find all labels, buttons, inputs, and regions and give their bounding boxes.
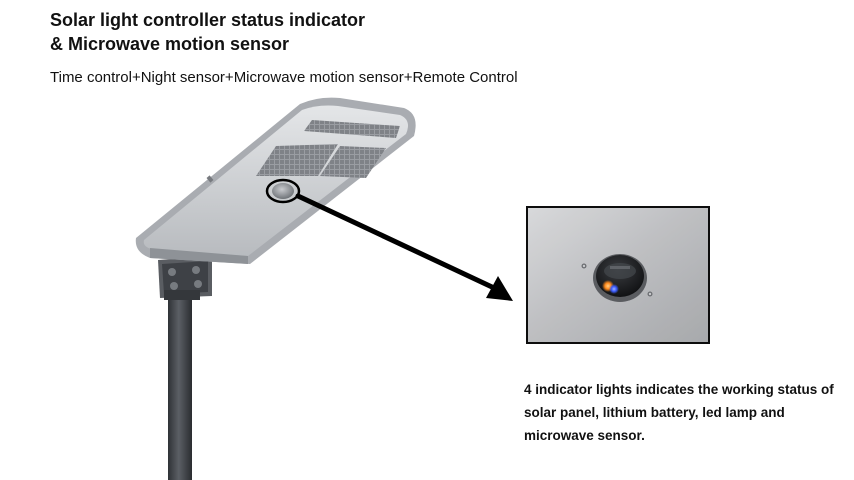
title-line-1: Solar light controller status indicator (50, 10, 366, 30)
sensor-closeup-inset (526, 206, 710, 344)
title-line-2: & Microwave motion sensor (50, 34, 290, 54)
indicator-description: 4 indicator lights indicates the working… (524, 382, 834, 443)
page-title: Solar light controller status indicator … (50, 8, 365, 56)
indicator-light-blue (609, 284, 619, 294)
feature-list: Time control+Night sensor+Microwave moti… (50, 69, 518, 86)
sensor-closeup-image (528, 208, 708, 342)
sensor-highlight-circle (265, 178, 301, 204)
pointer-arrow (295, 193, 513, 301)
pole (168, 288, 192, 480)
lamp-sensor (272, 183, 294, 199)
mounting-bracket (158, 256, 212, 300)
